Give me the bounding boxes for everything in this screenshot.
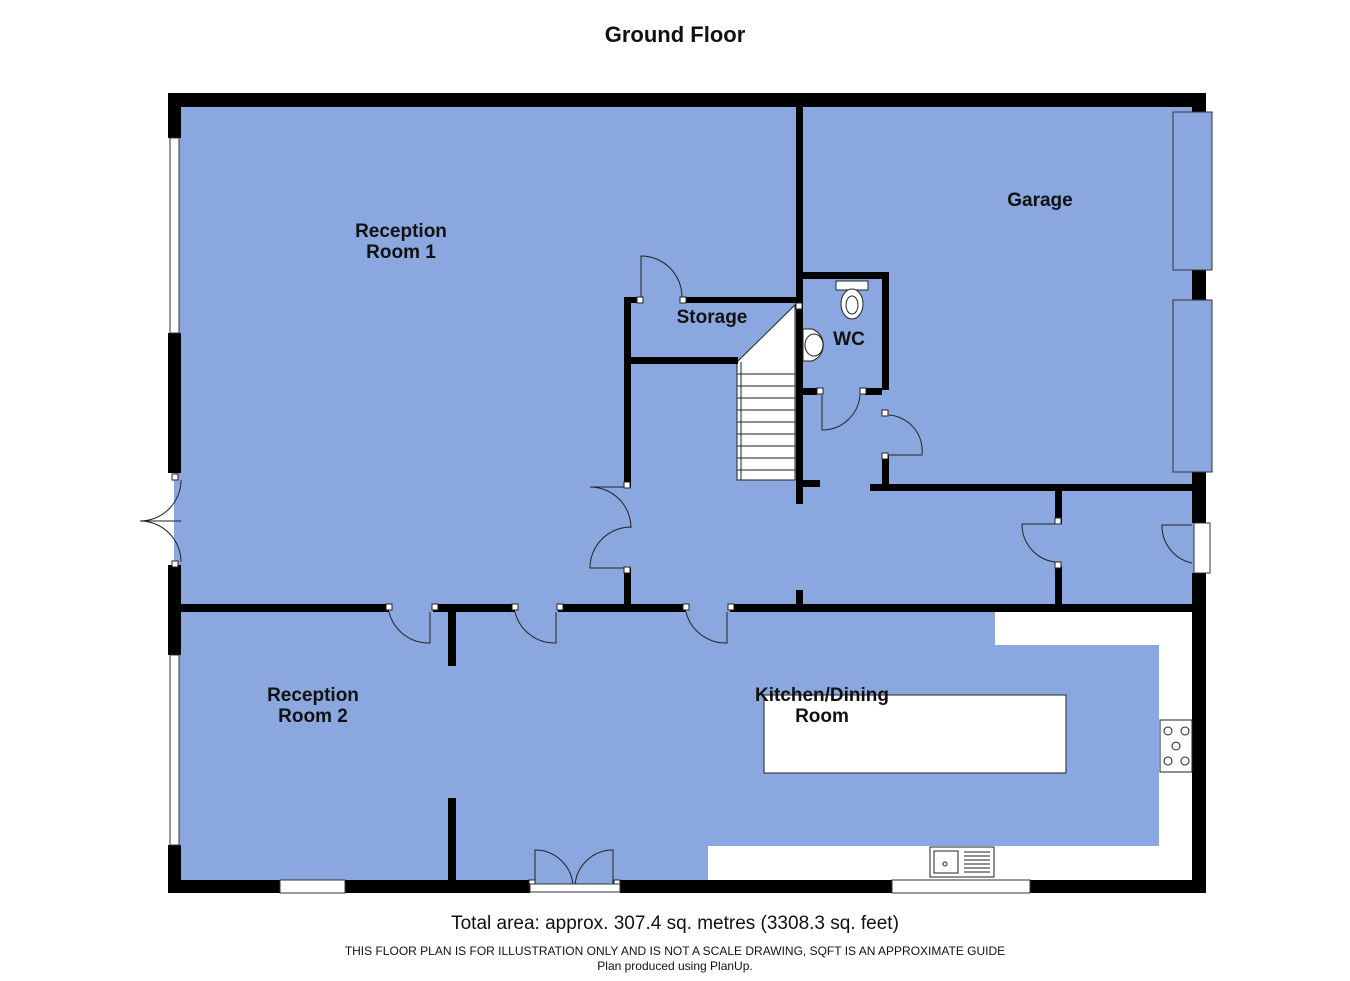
wc-fixtures: [802, 280, 869, 362]
total-area: Total area: approx. 307.4 sq. metres (33…: [451, 913, 899, 934]
credit: Plan produced using PlanUp.: [597, 959, 753, 973]
outer-walls: [168, 93, 1206, 893]
interior-walls: [174, 100, 1200, 880]
windows: [169, 137, 1211, 894]
patio-door-frame: [529, 883, 621, 893]
label-storage: Storage: [677, 307, 748, 328]
sink-icon: [929, 846, 995, 878]
label-garage: Garage: [1007, 190, 1072, 211]
floor-title: Ground Floor: [604, 22, 746, 47]
door-jambs: [171, 296, 1062, 887]
hob-icon: [1159, 719, 1193, 773]
door-swings: [139, 255, 1193, 888]
disclaimer: THIS FLOOR PLAN IS FOR ILLUSTRATION ONLY…: [344, 944, 1006, 958]
label-wc: WC: [833, 329, 865, 350]
kitchen-island: [763, 694, 1067, 774]
garage-doors: [1172, 111, 1213, 473]
kitchen-worktop: [708, 611, 1195, 882]
staircase: [736, 303, 796, 481]
